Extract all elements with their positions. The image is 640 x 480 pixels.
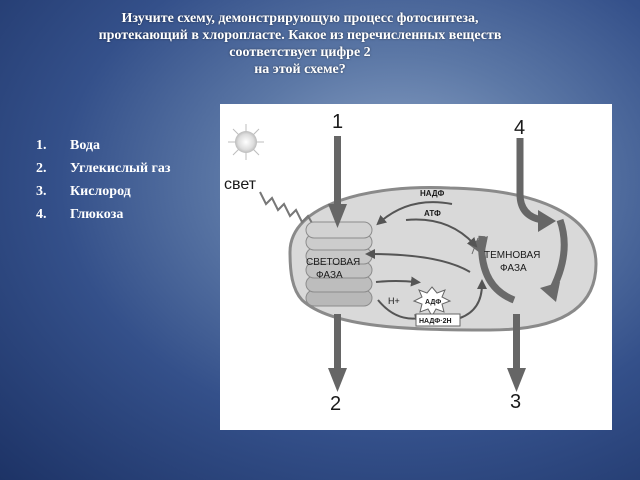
light-phase-label-1: СВЕТОВАЯ [306, 257, 360, 268]
answer-option-1[interactable]: 1.Вода [36, 138, 101, 153]
marker-4: 4 [514, 117, 525, 139]
arrow-1 [328, 136, 347, 228]
diagram-svg: свет [224, 111, 598, 415]
light-phase-label-2: ФАЗА [316, 270, 343, 281]
photosynthesis-diagram: свет [220, 104, 612, 430]
sun-icon [228, 124, 264, 160]
answer-option-4[interactable]: 4.Глюкоза [36, 207, 124, 222]
light-ray [259, 191, 317, 231]
question-line-1: Изучите схему, демонстрирующую процесс ф… [121, 11, 479, 26]
answer-options: 1.Вода 2.Углекислый газ 3.Кислород 4.Глю… [36, 134, 171, 226]
arrow-3 [507, 314, 526, 392]
answer-option-2[interactable]: 2.Углекислый газ [36, 161, 171, 176]
question-line-2: протекающий в хлоропласте. Какое из пере… [98, 28, 502, 43]
atp-label: АТФ [424, 209, 441, 218]
question-line-4: на этой схеме? [254, 62, 346, 77]
dark-phase-label-1: ТЕМНОВАЯ [484, 250, 540, 261]
dark-phase-label-2: ФАЗА [500, 263, 527, 274]
light-label: свет [224, 176, 257, 193]
marker-1: 1 [332, 111, 343, 133]
grana-stack [305, 221, 373, 307]
nadph-label: НАДФ·2Н [419, 318, 452, 325]
nadp-label: НАДФ [420, 189, 444, 198]
answer-option-3[interactable]: 3.Кислород [36, 184, 131, 199]
question-line-3: соответствует цифре 2 [229, 45, 371, 60]
marker-3: 3 [510, 391, 521, 413]
arrow-4 [516, 138, 556, 232]
hplus-label: Н+ [388, 296, 400, 306]
exchange-arrows [365, 201, 487, 324]
arrow-2 [328, 314, 347, 392]
marker-2: 2 [330, 393, 341, 415]
question-text: Изучите схему, демонстрирующую процесс ф… [20, 10, 580, 78]
adp-label: АДФ [425, 299, 441, 306]
dark-phase-cycle [468, 218, 568, 304]
nadph-box [415, 313, 461, 327]
